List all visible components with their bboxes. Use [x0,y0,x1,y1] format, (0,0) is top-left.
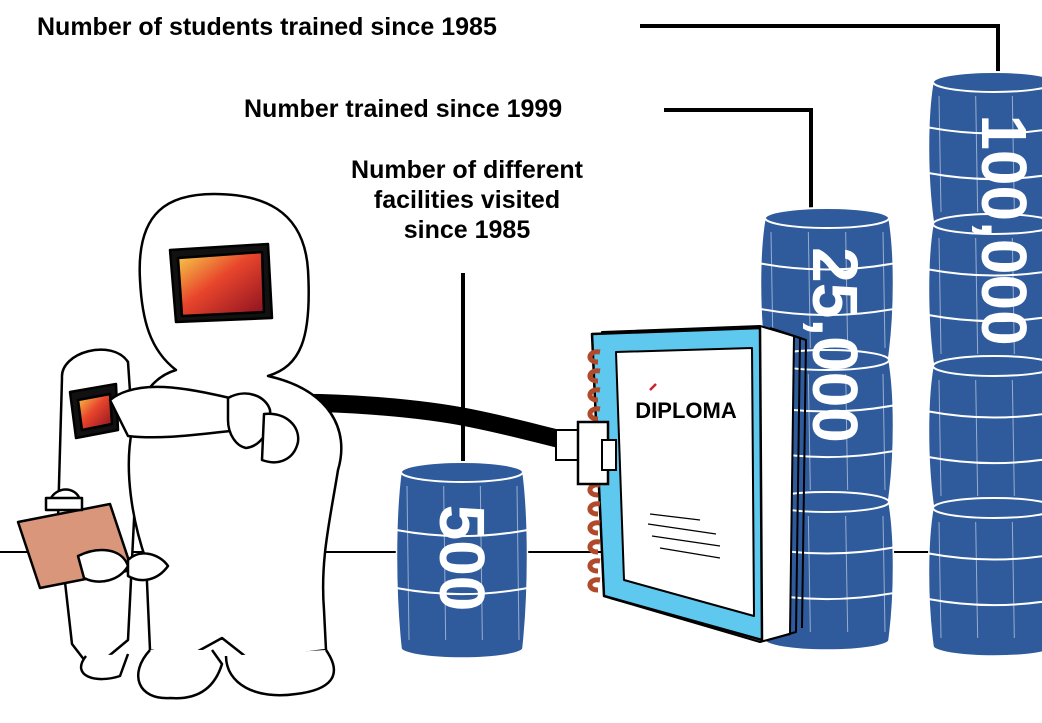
barrel-students-1985-4 [927,497,1042,657]
binder-ring [587,368,601,384]
label-students-since-1985: Number of students trained since 1985 [37,13,497,41]
label-facilities-line-3: since 1985 [403,216,531,244]
worker-back [16,348,138,681]
binder-ring [587,406,601,422]
barrel-students-1985-2 [927,213,1042,373]
worker-front [108,192,343,700]
barrel-students-1985-1 [927,71,1042,231]
label-facilities-line-2: facilities visited [373,186,561,214]
binder-ring [587,558,601,574]
leader-line-students [640,24,1000,72]
barrel-facilities [395,461,529,659]
binder-ring [587,577,601,593]
leader-line-1999 [664,108,813,208]
label-facilities-line-1: Number of different [351,156,583,184]
binder-ring [587,387,601,403]
diploma-book: DIPLOMA [587,325,807,643]
barrel-students-1985-3 [927,355,1042,515]
figure-trained-1999: 25,000 [799,247,871,443]
label-facilities-visited: Number of different facilities visited s… [290,155,644,245]
binder-ring [587,539,601,555]
figure-facilities: 500 [426,505,498,612]
binder-ring [587,520,601,536]
figure-students-1985: 100,000 [968,114,1040,345]
label-trained-since-1999: Number trained since 1999 [244,95,563,123]
binder-ring [587,349,601,365]
barrel-trained-1999-1 [759,207,895,367]
binder-ring [587,501,601,517]
diploma-title: DIPLOMA [635,398,737,423]
